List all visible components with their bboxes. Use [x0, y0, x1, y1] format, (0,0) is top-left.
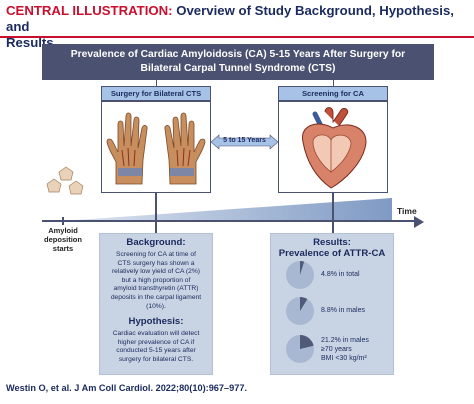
result-pie-2 — [285, 296, 315, 331]
screening-box-title: Screening for CA — [278, 86, 388, 101]
title-line2: Results — [6, 35, 54, 50]
citation: Westin O, et al. J Am Coll Cardiol. 2022… — [6, 383, 248, 393]
result-pie-1 — [285, 260, 315, 295]
hands-illustration — [101, 101, 211, 193]
study-banner: Prevalence of Cardiac Amyloidosis (CA) 5… — [42, 44, 434, 80]
result-text-2: 8.8% in males — [321, 307, 365, 314]
banner-line2: Bilateral Carpal Tunnel Syndrome (CTS) — [140, 63, 336, 74]
pie-slice — [300, 297, 308, 311]
timeline-arrowhead — [414, 215, 424, 233]
surgery-drop-line — [155, 193, 157, 233]
surgery-box-title: Surgery for Bilateral CTS — [101, 86, 211, 101]
timeline-axis — [42, 220, 420, 222]
hypothesis-text: Cardiac evaluation will detect higher pr… — [112, 330, 200, 363]
result-pie-3 — [285, 334, 315, 369]
header-divider — [0, 36, 474, 38]
connector-right — [333, 80, 334, 86]
title-line1: Overview of Study Background, Hypothesis… — [6, 3, 454, 34]
banner-line1: Prevalence of Cardiac Amyloidosis (CA) 5… — [70, 49, 406, 60]
background-title: Background: — [126, 237, 186, 248]
pie-slice — [300, 335, 314, 349]
result-text-1: 4.8% in total — [321, 271, 360, 278]
right-hand-icon — [164, 112, 206, 185]
screening-drop-line — [332, 193, 334, 233]
title-label: CENTRAL ILLUSTRATION: — [6, 3, 173, 18]
left-hand-icon — [106, 112, 148, 185]
hypothesis-title: Hypothesis: — [128, 316, 184, 328]
results-subtitle: Prevalence of ATTR-CA — [278, 248, 386, 259]
pie-slice — [300, 261, 305, 275]
results-panel: Results: Prevalence of ATTR-CA 4.8% in t… — [270, 233, 394, 375]
connector-left — [156, 80, 157, 86]
background-panel: Background: Screening for CA at time of … — [99, 233, 213, 375]
heart-icon — [302, 107, 367, 189]
time-label: Time — [397, 206, 417, 216]
amyloid-deposits-icon — [46, 165, 84, 195]
heart-illustration — [278, 101, 388, 193]
amyloid-start-label: Amyloid deposition starts — [44, 226, 82, 253]
interval-label: 5 to 15 Years — [223, 137, 266, 144]
results-title: Results: — [313, 237, 351, 248]
figure-title: CENTRAL ILLUSTRATION: Overview of Study … — [6, 3, 468, 51]
timeline-wedge — [62, 196, 392, 222]
timeline-start-tick — [62, 217, 64, 225]
result-text-3: 21.2% in males ≥70 years BMI <30 kg/m² — [321, 337, 369, 362]
background-text: Screening for CA at time of CTS surgery … — [110, 251, 202, 310]
